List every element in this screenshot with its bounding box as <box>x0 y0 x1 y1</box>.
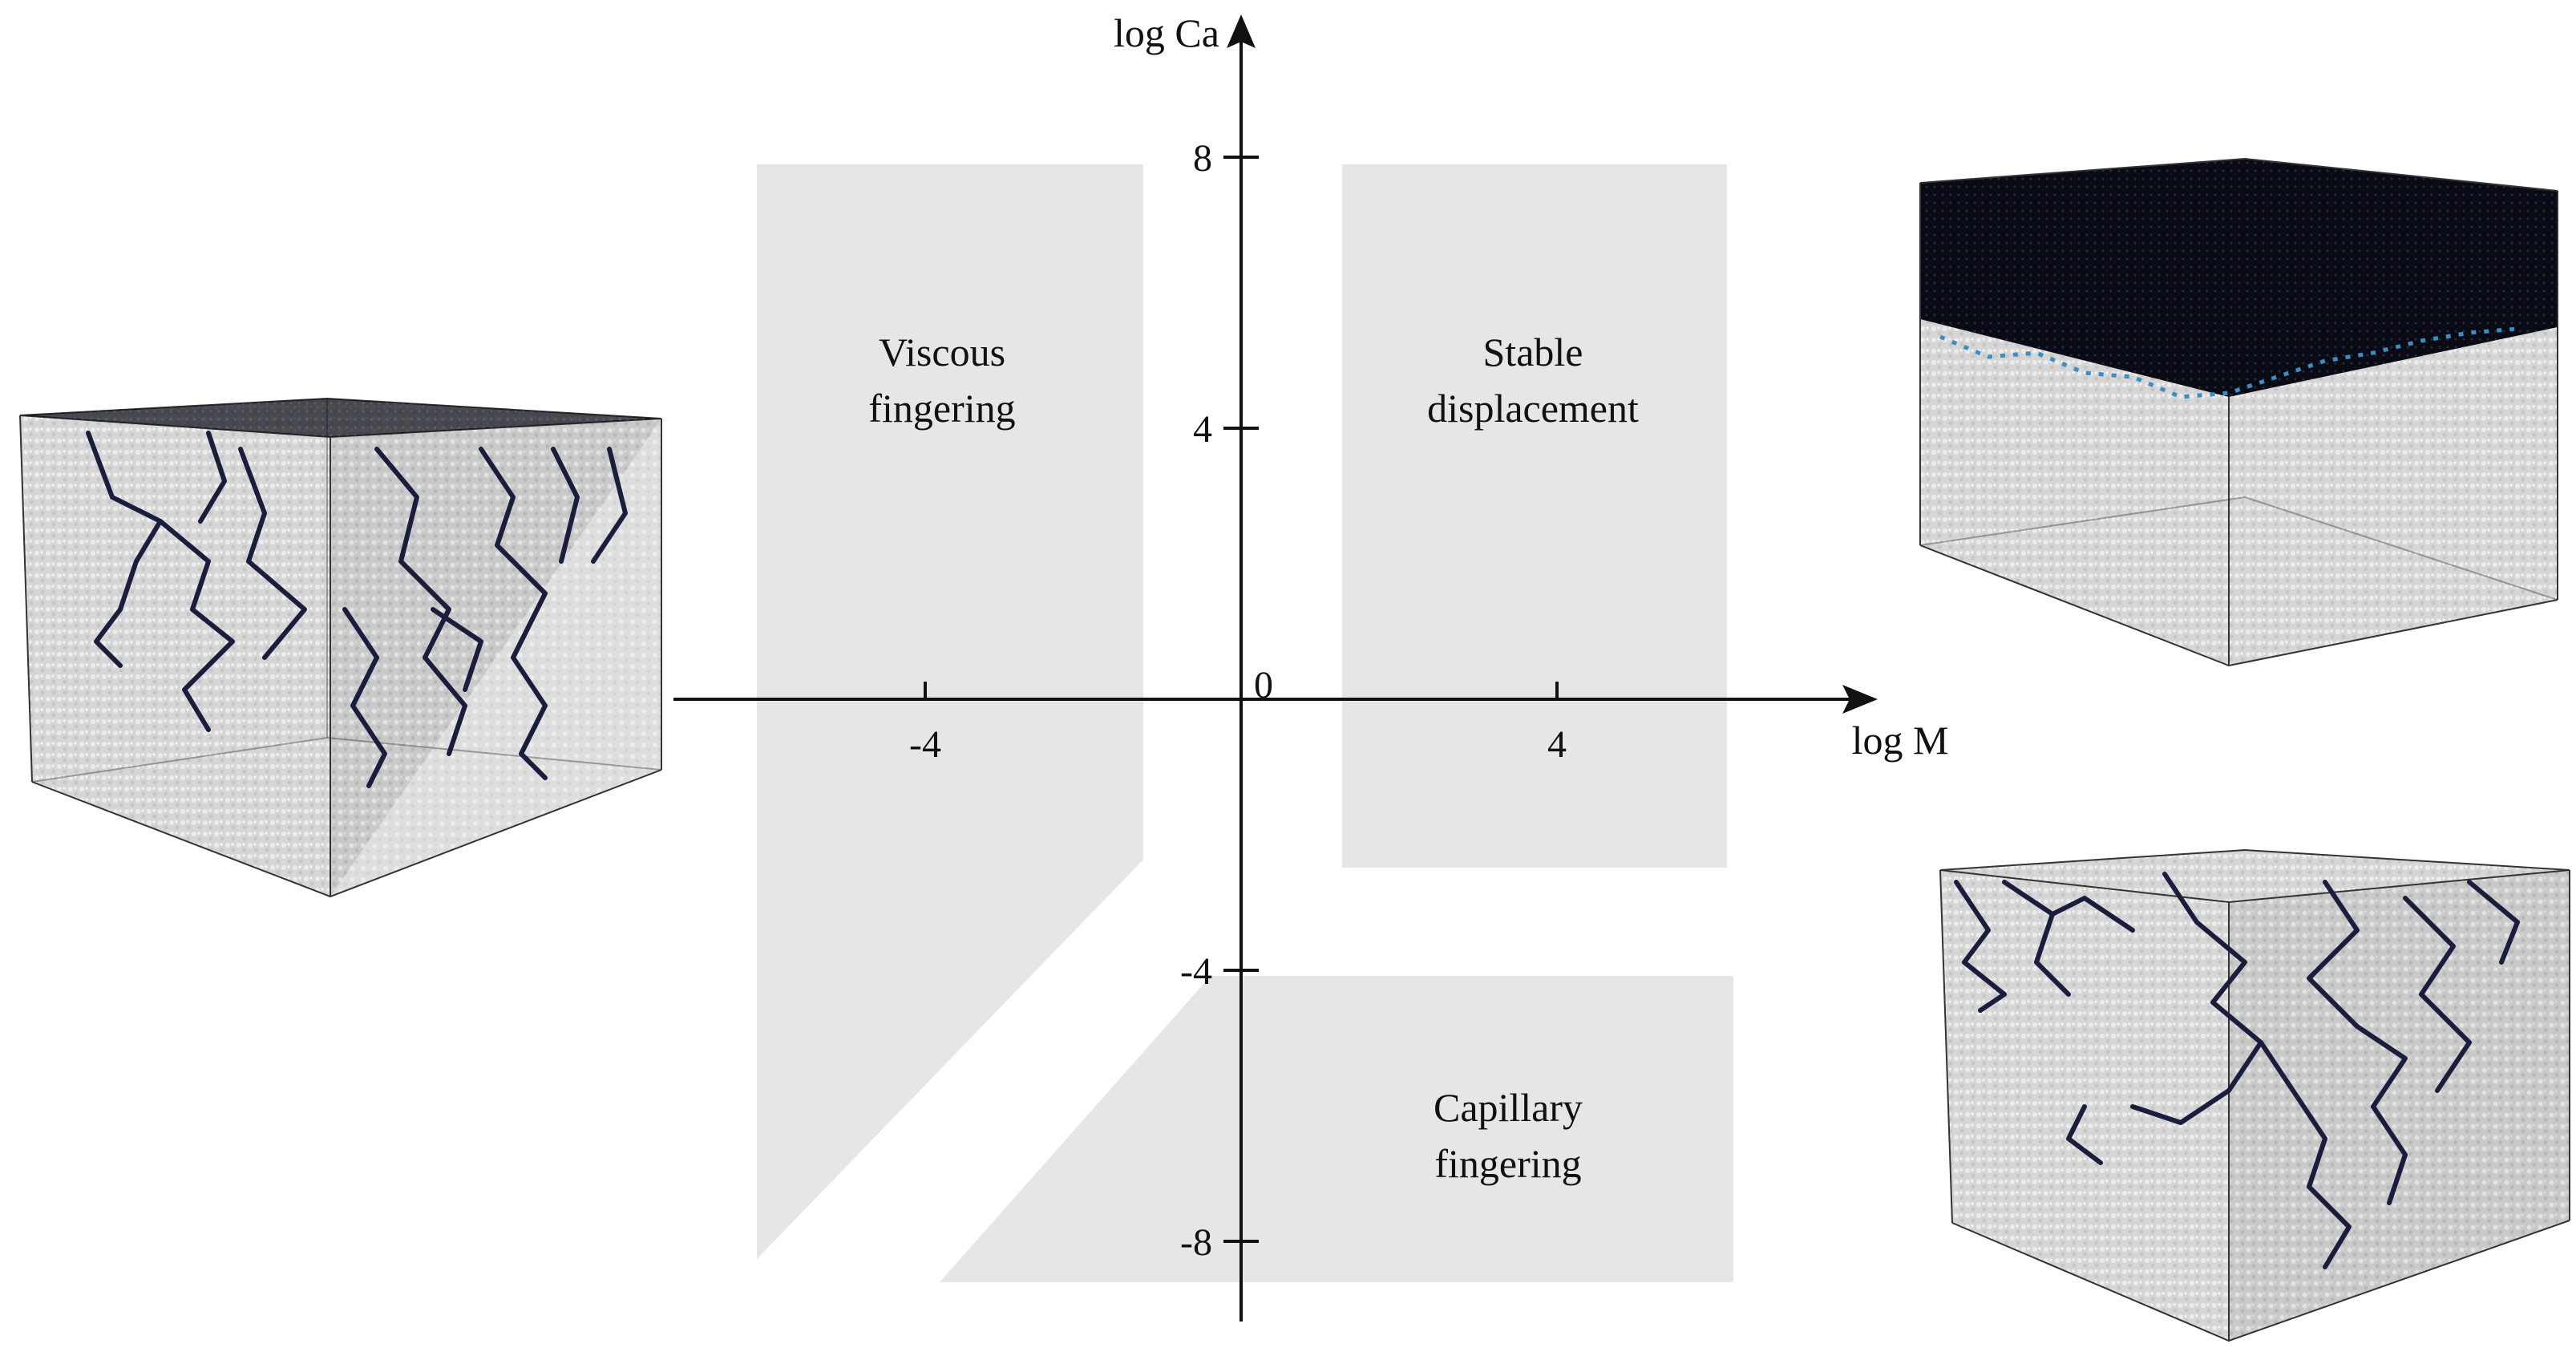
stable-displacement-cube-image <box>1919 157 2558 667</box>
capillary-fingering-label-line2: fingering <box>1434 1141 1581 1186</box>
y-tick-label: -4 <box>1180 950 1212 993</box>
capillary-fingering-region <box>940 976 1733 1282</box>
x-tick-label: -4 <box>909 723 941 766</box>
y-tick-label: 8 <box>1193 137 1212 180</box>
y-axis-arrowhead <box>1227 14 1256 48</box>
x-axis-title: log M <box>1852 718 1949 763</box>
y-tick-label: -8 <box>1180 1221 1212 1264</box>
y-ticks: 8 4 -4 -8 <box>1180 137 1259 1264</box>
viscous-fingering-label-line2: fingering <box>868 386 1015 431</box>
stable-displacement-label-line2: displacement <box>1427 386 1639 431</box>
viscous-fingering-label-line1: Viscous <box>879 330 1005 374</box>
origin-label: 0 <box>1254 664 1273 706</box>
stable-displacement-region <box>1342 164 1727 868</box>
capillary-fingering-label-line1: Capillary <box>1434 1085 1583 1130</box>
axes <box>673 34 1852 1322</box>
y-tick-label: 4 <box>1193 408 1212 451</box>
viscous-fingering-region <box>757 164 1143 1259</box>
x-ticks: -4 4 <box>909 682 1567 766</box>
capillary-fingering-cube-image <box>1939 848 2570 1342</box>
viscous-fingering-cube-image <box>19 397 662 898</box>
stable-displacement-label-line1: Stable <box>1483 330 1583 374</box>
x-axis-arrowhead <box>1842 685 1878 714</box>
y-axis-title: log Ca <box>1114 10 1219 55</box>
x-tick-label: 4 <box>1547 723 1567 766</box>
regime-regions <box>757 164 1733 1282</box>
